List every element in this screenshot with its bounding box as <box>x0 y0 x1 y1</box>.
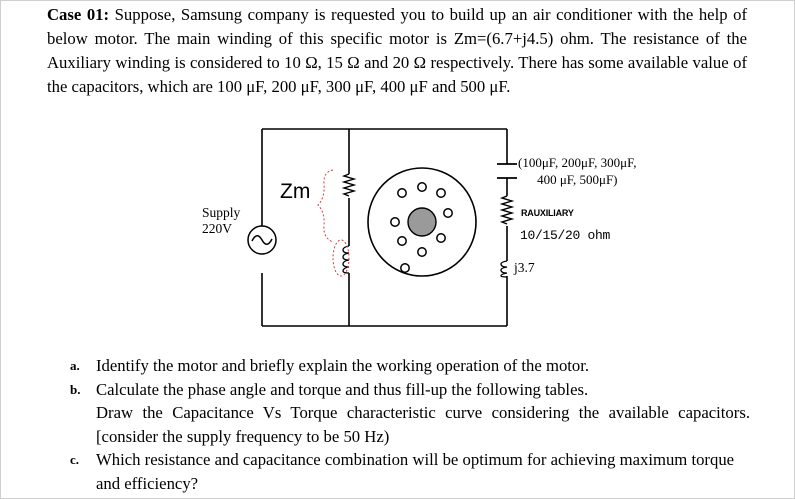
main-winding-bracket <box>317 169 334 243</box>
motor-symbol <box>367 167 477 277</box>
question-marker: c. <box>70 452 80 467</box>
main-winding-resistor <box>341 173 357 197</box>
question-marker: b. <box>70 381 81 397</box>
supply-label-line1: Supply <box>202 205 241 220</box>
question-b: b. Calculate the phase angle and torque … <box>70 378 750 449</box>
case-paragraph: Case 01: Suppose, Samsung company is req… <box>47 3 747 99</box>
question-text: Which resistance and capacitance combina… <box>96 450 735 493</box>
capacitor-values-line1: (100μF, 200μF, 300μF, <box>518 155 637 170</box>
case-text: Suppose, Samsung company is requested yo… <box>47 5 747 96</box>
question-list: a. Identify the motor and briefly explai… <box>70 354 750 495</box>
supply-label: Supply 220V <box>202 205 240 237</box>
aux-reactance-label: j3.7 <box>514 260 535 275</box>
raux-label: RAUXILIARY <box>521 208 574 218</box>
case-heading: Case 01: <box>47 5 110 24</box>
main-winding-inductor <box>342 245 350 274</box>
question-text: Identify the motor and briefly explain t… <box>96 356 590 375</box>
auxiliary-inductor <box>500 260 508 278</box>
question-marker: a. <box>70 358 80 373</box>
capacitor-values-line2: 400 μF, 500μF) <box>537 172 618 187</box>
raux-values-label: 10/15/20 ohm <box>520 228 611 243</box>
question-text: Calculate the phase angle and torque and… <box>96 379 589 399</box>
supply-source <box>247 225 277 255</box>
capacitor-symbol <box>497 163 517 179</box>
auxiliary-resistor <box>499 195 515 225</box>
question-b-extra: Draw the Capacitance Vs Torque character… <box>96 403 750 446</box>
question-c: c. Which resistance and capacitance comb… <box>70 448 750 495</box>
supply-label-line2: 220V <box>202 221 232 236</box>
capacitor-values-label: (100μF, 200μF, 300μF, 400 μF, 500μF) <box>518 154 637 188</box>
inductor-bracket <box>332 239 350 277</box>
zm-label: Zm <box>280 180 311 203</box>
question-a: a. Identify the motor and briefly explai… <box>70 354 750 378</box>
